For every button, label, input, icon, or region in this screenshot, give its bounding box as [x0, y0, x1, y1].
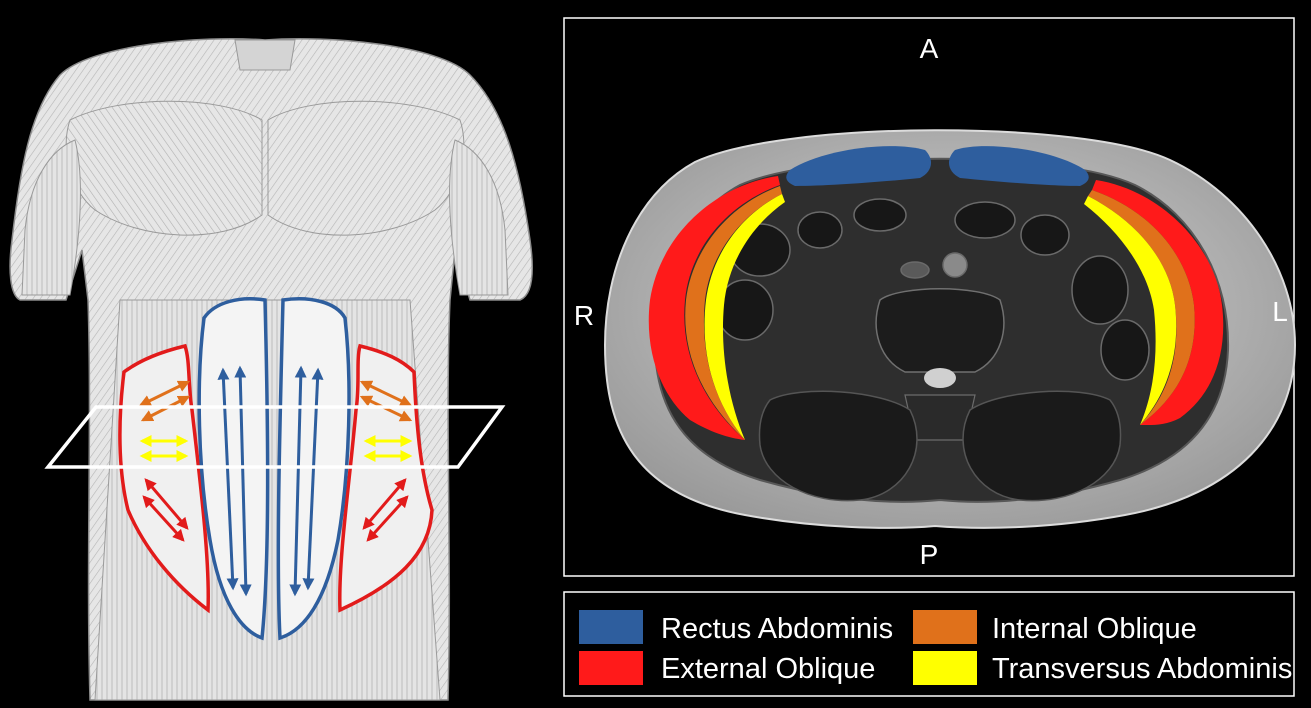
mri-panel: A P R L	[564, 18, 1295, 576]
torso-illustration	[10, 39, 532, 700]
legend-item-external-oblique: External Oblique	[579, 651, 875, 685]
orientation-anterior-label: A	[920, 33, 939, 64]
legend-label-rectus-abdominis: Rectus Abdominis	[661, 613, 893, 645]
legend-swatch-rectus-abdominis	[579, 610, 643, 644]
legend-label-external-oblique: External Oblique	[661, 653, 875, 685]
legend: Rectus Abdominis Internal Oblique Extern…	[564, 592, 1294, 696]
legend-swatch-internal-oblique	[913, 610, 977, 644]
legend-label-internal-oblique: Internal Oblique	[992, 613, 1197, 645]
legend-swatch-external-oblique	[579, 651, 643, 685]
neck	[235, 40, 295, 70]
legend-item-transversus-abdominis: Transversus Abdominis	[913, 651, 1292, 685]
legend-label-transversus-abdominis: Transversus Abdominis	[992, 653, 1292, 685]
legend-swatch-transversus-abdominis	[913, 651, 977, 685]
orientation-posterior-label: P	[920, 539, 939, 570]
legend-item-rectus-abdominis: Rectus Abdominis	[579, 610, 893, 645]
orientation-left-label: L	[1272, 296, 1288, 327]
legend-item-internal-oblique: Internal Oblique	[913, 610, 1197, 645]
orientation-right-label: R	[574, 300, 594, 331]
